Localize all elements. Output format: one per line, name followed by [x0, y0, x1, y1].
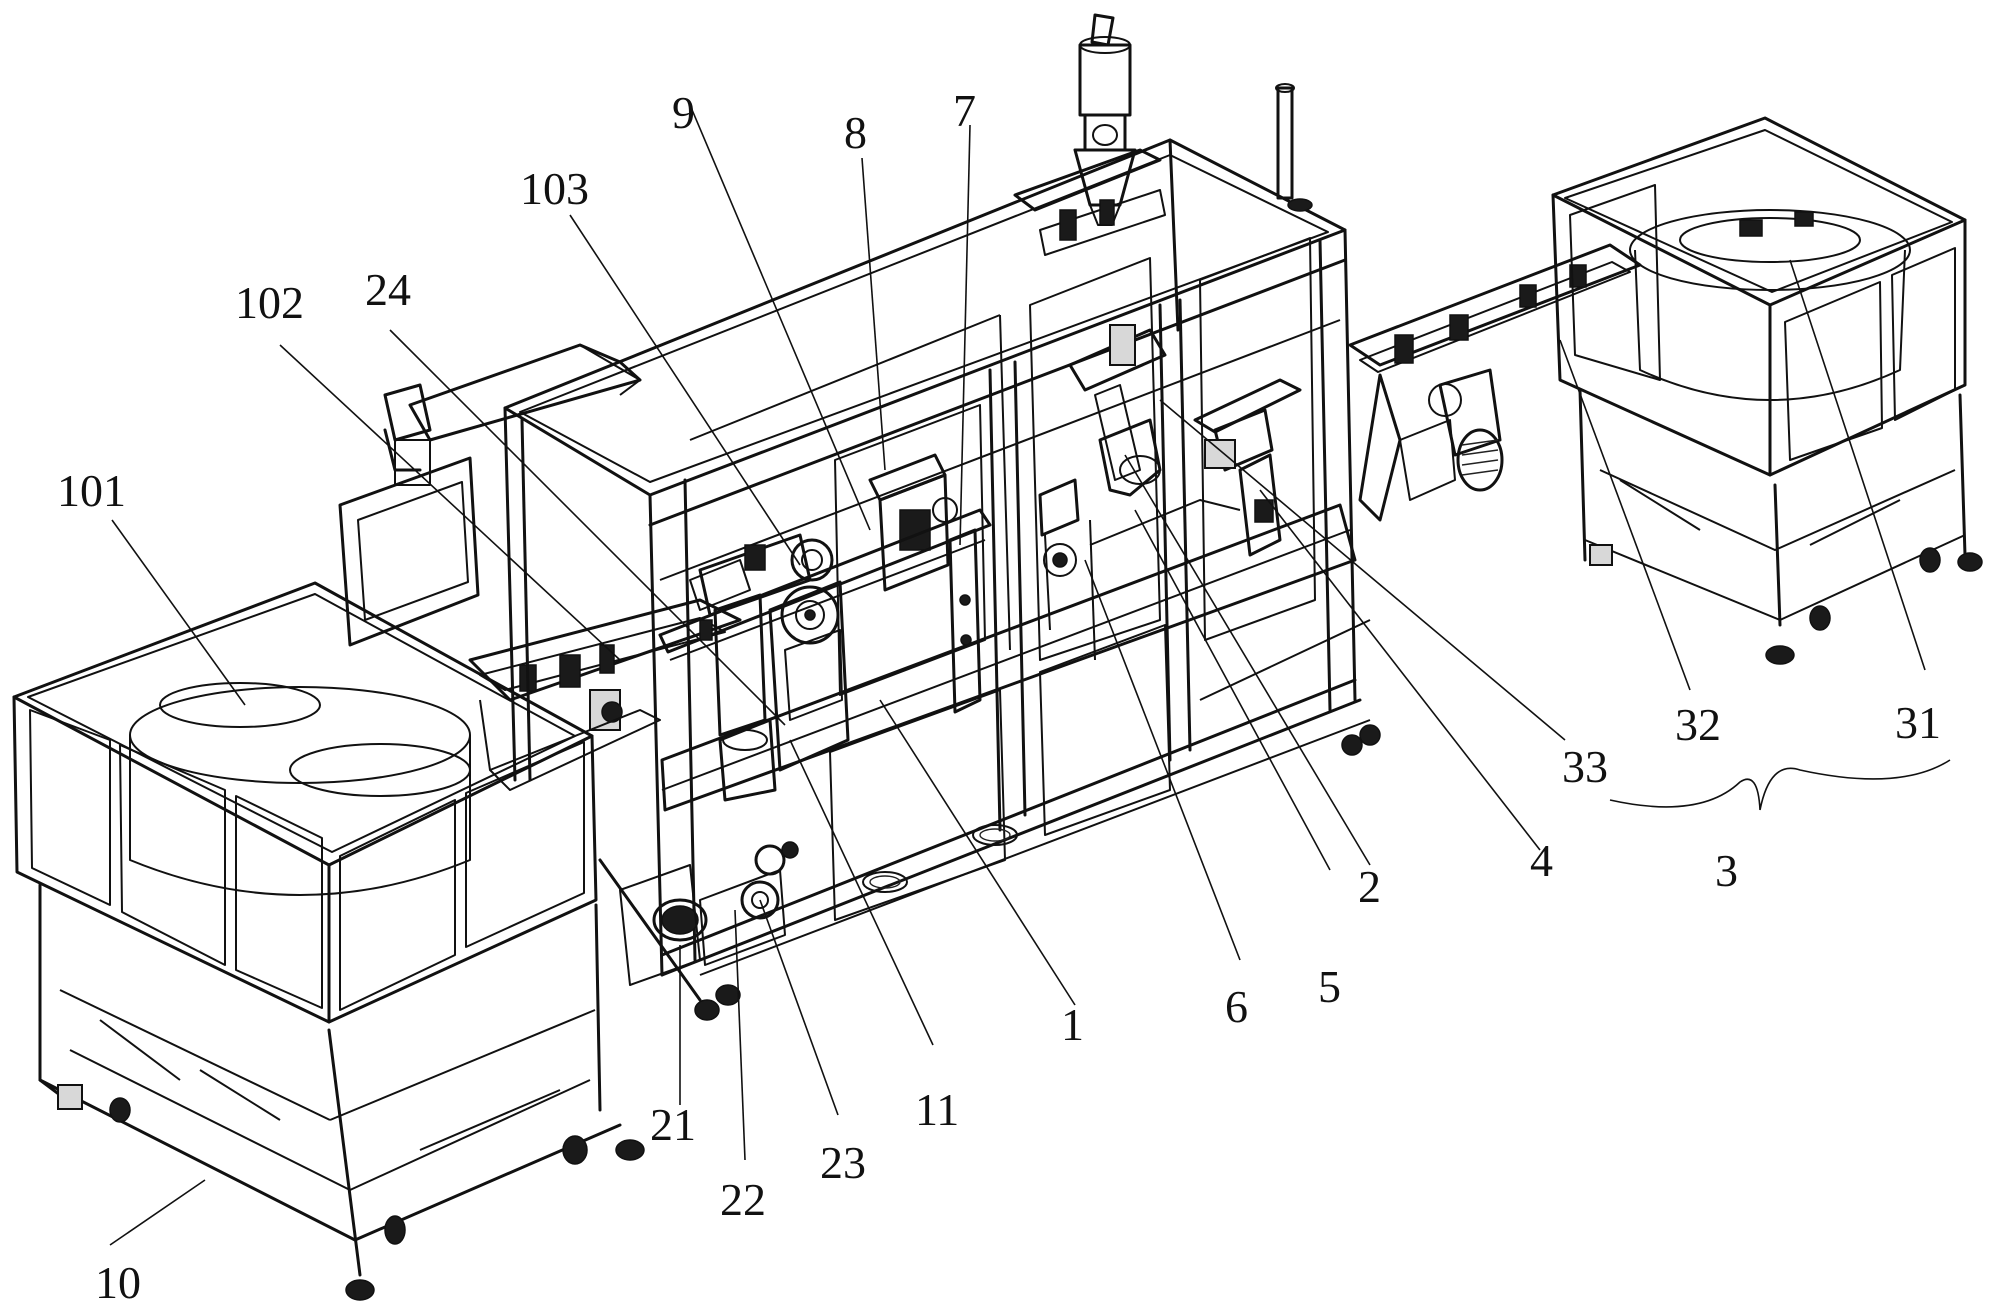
label-21: 21 — [650, 1099, 696, 1150]
label-102: 102 — [235, 277, 304, 328]
label-22: 22 — [720, 1174, 766, 1225]
lower-drive — [619, 841, 799, 986]
group-brace — [1609, 759, 1951, 811]
label-24: 24 — [365, 264, 411, 315]
label-2: 2 — [1358, 861, 1381, 912]
label-101: 101 — [57, 465, 126, 516]
label-8: 8 — [844, 107, 867, 158]
label-10: 10 — [95, 1257, 141, 1308]
middle-mechanisms — [658, 453, 992, 802]
label-6: 6 — [1225, 981, 1248, 1032]
leader-lines — [109, 104, 1926, 1246]
label-1: 1 — [1061, 999, 1084, 1050]
electric-box-arm — [338, 343, 642, 647]
main-frame — [503, 138, 1381, 1021]
label-4: 4 — [1530, 835, 1553, 886]
label-7: 7 — [953, 85, 976, 136]
label-31: 31 — [1895, 697, 1941, 748]
left-conveyor — [468, 598, 742, 791]
left-feeder-station — [12, 581, 645, 1301]
label-33: 33 — [1562, 741, 1608, 792]
label-5: 5 — [1318, 961, 1341, 1012]
label-32: 32 — [1675, 699, 1721, 750]
label-9: 9 — [672, 87, 695, 138]
label-103: 103 — [520, 163, 589, 214]
hopper — [1013, 13, 1313, 256]
press-stations — [1038, 324, 1302, 661]
label-11: 11 — [915, 1084, 959, 1135]
right-feeder-station — [1551, 116, 1983, 665]
labels: 9 8 7 103 24 102 101 1 6 5 2 4 33 32 31 … — [57, 85, 1941, 1308]
right-conveyor — [1348, 243, 1642, 522]
label-3: 3 — [1715, 845, 1738, 896]
label-23: 23 — [820, 1137, 866, 1188]
